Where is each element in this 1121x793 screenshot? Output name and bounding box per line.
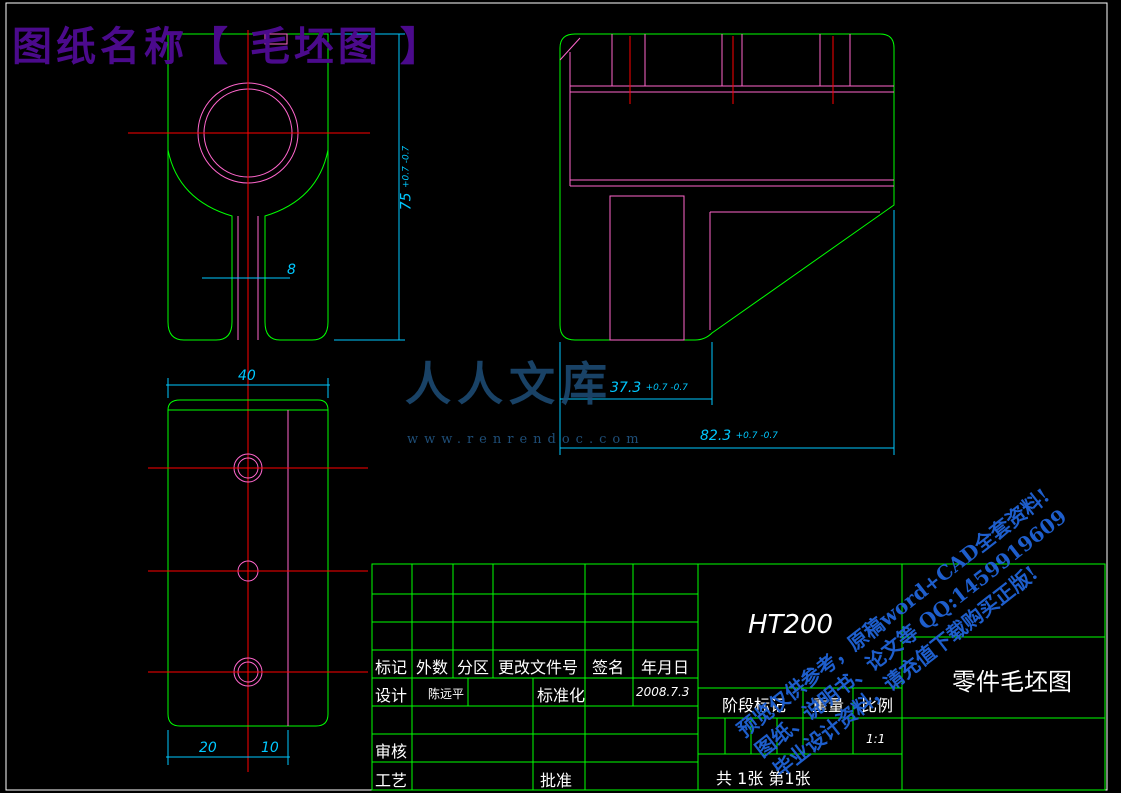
dim-82-label: 82.3 +0.7 -0.7 — [700, 428, 778, 444]
dim-82-value: 82.3 — [700, 428, 732, 444]
dim-37-label: 37.3 +0.7 -0.7 — [610, 380, 688, 396]
tb-material: HT200 — [748, 610, 834, 640]
dim-37-tol: +0.7 -0.7 — [645, 383, 688, 393]
dim-10-label: 10 — [261, 740, 279, 756]
drawing-name-title: 图纸名称【 毛坯图 】 — [12, 23, 444, 70]
dim-37-82 — [559, 210, 895, 455]
tb-scale-value: 1:1 — [866, 732, 886, 746]
dim-75-label: 75 +0.7 -0.7 — [398, 146, 414, 211]
tb-col-mark: 标记 — [375, 658, 408, 677]
tb-col-zone: 分区 — [457, 658, 490, 677]
dim-20-label: 20 — [199, 740, 217, 756]
dim-82-tol: +0.7 -0.7 — [735, 431, 778, 441]
tb-stage-label: 阶段标记 — [722, 696, 787, 715]
tb-sheets: 共 1张 第1张 — [716, 769, 811, 788]
front-view — [148, 399, 368, 727]
dim-75-value: 75 — [398, 192, 415, 211]
tb-designer: 陈远平 — [428, 687, 465, 701]
dim-40-label: 40 — [238, 368, 256, 384]
tb-date-value: 2008.7.3 — [636, 685, 690, 699]
tb-col-change: 更改文件号 — [498, 658, 579, 677]
dim-75-tol: +0.7 -0.7 — [401, 145, 412, 188]
watermark-url: www.renrendoc.com — [407, 432, 645, 447]
tb-col-sign: 签名 — [592, 658, 625, 677]
tb-weight-label: 重量 — [812, 696, 845, 715]
tb-part-name: 零件毛坯图 — [952, 668, 1072, 696]
dim-75 — [202, 33, 405, 341]
tb-standard-label: 标准化 — [537, 686, 586, 705]
dim-40-20-10 — [166, 378, 330, 765]
tb-process-label: 工艺 — [375, 771, 408, 790]
dim-8-label: 8 — [287, 262, 296, 278]
dim-37-value: 37.3 — [610, 380, 642, 396]
tb-scale-label: 比例 — [861, 696, 894, 715]
tb-col-date: 年月日 — [641, 658, 690, 677]
tb-review-label: 审核 — [375, 742, 408, 761]
watermark-logo: 人人文库 — [405, 357, 613, 411]
top-view — [128, 30, 370, 772]
side-view — [559, 33, 895, 341]
title-block-grid — [371, 563, 1106, 791]
tb-approve-label: 批准 — [540, 771, 573, 790]
tb-design-label: 设计 — [375, 686, 408, 705]
tb-col-count: 外数 — [416, 658, 449, 677]
